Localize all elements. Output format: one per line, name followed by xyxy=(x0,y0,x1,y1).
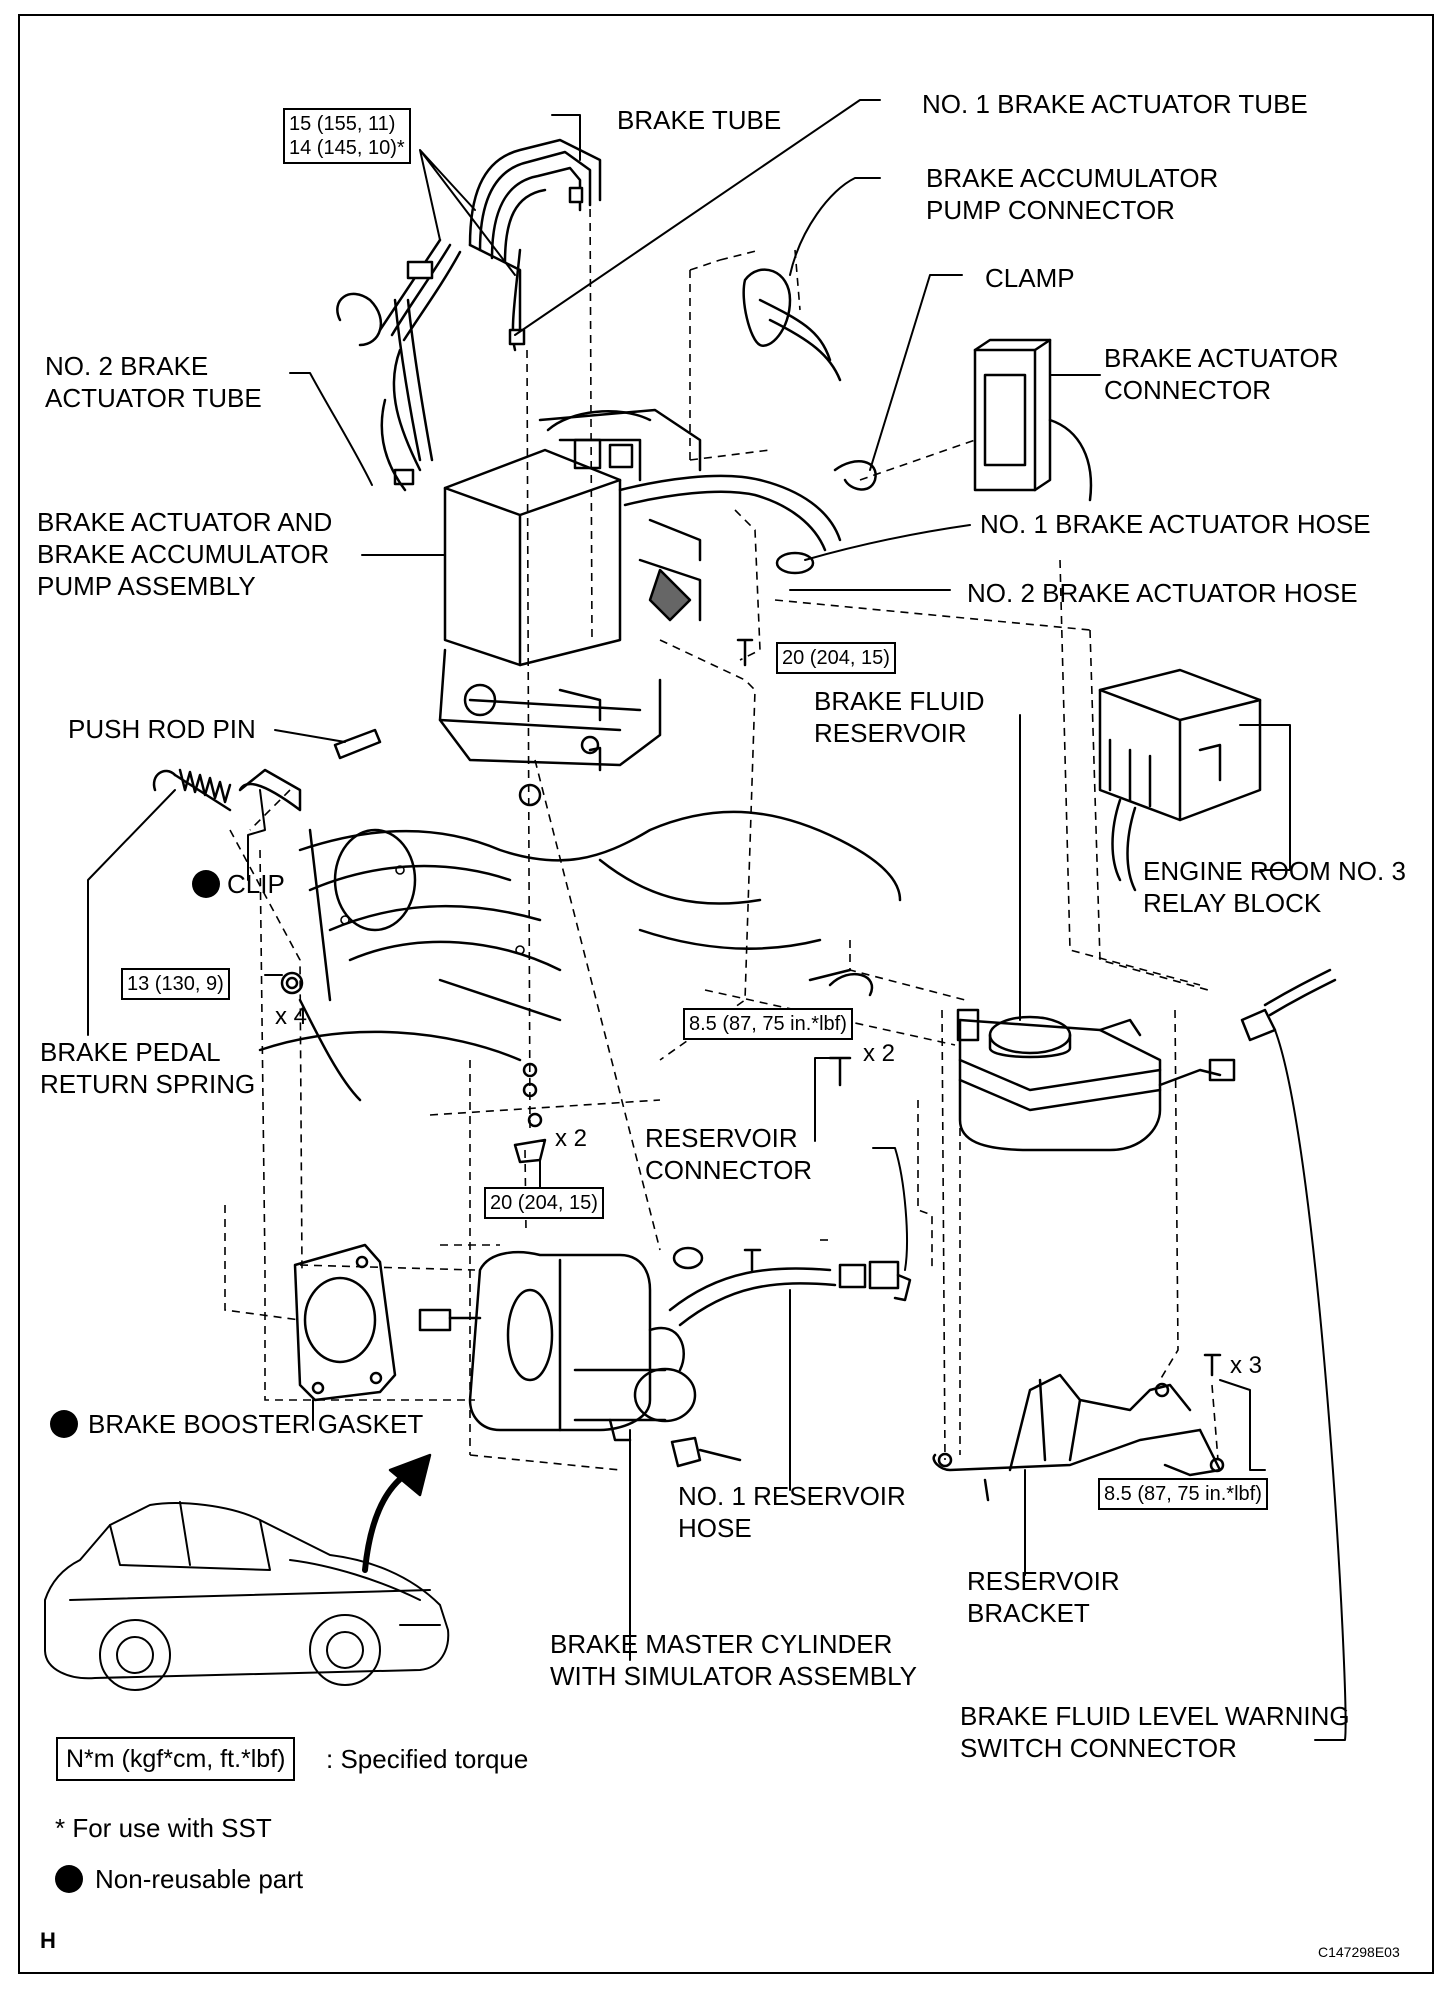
label-return-spring-2: RETURN SPRING xyxy=(40,1069,256,1099)
label-relay-block-1: ENGINE ROOM NO. 3 xyxy=(1143,856,1406,886)
label-reservoir-connector-1: RESERVOIR xyxy=(645,1123,798,1153)
torque-bracket-bolt: 8.5 (87, 75 in.*lbf) xyxy=(1098,1478,1268,1510)
label-actuator-pump-assembly-3: PUMP ASSEMBLY xyxy=(37,571,256,601)
label-brake-actuator-connector-2: CONNECTOR xyxy=(1104,375,1272,405)
legend-torque-text: : Specified torque xyxy=(326,1744,529,1774)
label-accumulator-pump-connector-1: BRAKE ACCUMULATOR xyxy=(926,163,1219,193)
torque-cylinder-nut: 20 (204, 15) xyxy=(484,1187,604,1219)
label-reservoir-connector-2: CONNECTOR xyxy=(645,1155,813,1185)
brake-tube-bundle xyxy=(336,138,602,486)
label-level-switch-connector-2: SWITCH CONNECTOR xyxy=(960,1733,1237,1763)
label-brake-fluid-reservoir-1: BRAKE FLUID xyxy=(814,686,985,716)
label-relay-block-2: RELAY BLOCK xyxy=(1143,888,1322,918)
legend-non-reusable-dot xyxy=(55,1865,83,1893)
label-no1-brake-actuator-hose: NO. 1 BRAKE ACTUATOR HOSE xyxy=(980,509,1371,539)
label-no2-brake-actuator-hose: NO. 2 BRAKE ACTUATOR HOSE xyxy=(967,578,1358,608)
torque-return-spring-nut: 13 (130, 9) xyxy=(121,968,230,1000)
legend-non-reusable-text: Non-reusable part xyxy=(95,1864,304,1894)
corner-letter: H xyxy=(40,1928,56,1953)
figure-code: C147298E03 xyxy=(1318,1944,1400,1960)
label-no1-brake-actuator-tube: NO. 1 BRAKE ACTUATOR TUBE xyxy=(922,89,1308,119)
label-clamp: CLAMP xyxy=(985,263,1075,293)
non-reusable-dot-clip xyxy=(192,870,220,898)
vehicle-silhouette xyxy=(44,1501,450,1691)
label-brake-booster-gasket: BRAKE BOOSTER GASKET xyxy=(88,1409,424,1439)
label-reservoir-bracket-1: RESERVOIR xyxy=(967,1566,1120,1596)
label-master-cylinder-2: WITH SIMULATOR ASSEMBLY xyxy=(550,1661,917,1691)
label-master-cylinder-1: BRAKE MASTER CYLINDER xyxy=(550,1629,893,1659)
qty-cylinder-x2: x 2 xyxy=(555,1125,588,1152)
torque-actuator-bolt: 20 (204, 15) xyxy=(776,642,896,674)
label-clip: CLIP xyxy=(227,869,285,899)
label-actuator-pump-assembly-2: BRAKE ACCUMULATOR xyxy=(37,539,330,569)
leader-lines xyxy=(87,99,1347,1741)
label-level-switch-connector-1: BRAKE FLUID LEVEL WARNING xyxy=(960,1701,1350,1731)
non-reusable-dot-gasket xyxy=(50,1410,78,1438)
label-no1-reservoir-hose-1: NO. 1 RESERVOIR xyxy=(678,1481,906,1511)
torque-brake-tube-line2: 14 (145, 10)* xyxy=(289,137,405,159)
label-reservoir-bracket-2: BRACKET xyxy=(967,1598,1090,1628)
label-brake-fluid-reservoir-2: RESERVOIR xyxy=(814,718,967,748)
legend-torque-box: N*m (kgf*cm, ft.*lbf) xyxy=(56,1737,296,1781)
label-no1-reservoir-hose-2: HOSE xyxy=(678,1513,752,1543)
label-no2-brake-actuator-tube-2: ACTUATOR TUBE xyxy=(45,383,262,413)
label-brake-actuator-connector-1: BRAKE ACTUATOR xyxy=(1104,343,1339,373)
qty-bracket-x3: x 3 xyxy=(1230,1352,1263,1379)
torque-reservoir-bolt: 8.5 (87, 75 in.*lbf) xyxy=(683,1008,853,1040)
label-no2-brake-actuator-tube-1: NO. 2 BRAKE xyxy=(45,351,209,381)
legend-sst-note: * For use with SST xyxy=(55,1813,272,1843)
label-actuator-pump-assembly-1: BRAKE ACTUATOR AND xyxy=(37,507,333,537)
label-brake-tube: BRAKE TUBE xyxy=(617,105,782,135)
label-return-spring-1: BRAKE PEDAL xyxy=(40,1037,221,1067)
torque-brake-tube-line1: 15 (155, 11) xyxy=(289,113,396,135)
label-accumulator-pump-connector-2: PUMP CONNECTOR xyxy=(926,195,1175,225)
qty-nut-x4: x 4 xyxy=(275,1003,308,1030)
actuator-assembly-shape xyxy=(438,408,842,807)
qty-reservoir-x2: x 2 xyxy=(863,1040,896,1067)
label-push-rod-pin: PUSH ROD PIN xyxy=(68,714,256,744)
figure-frame xyxy=(18,14,1434,1974)
torque-brake-tube: 15 (155, 11) 14 (145, 10)* xyxy=(283,108,411,164)
